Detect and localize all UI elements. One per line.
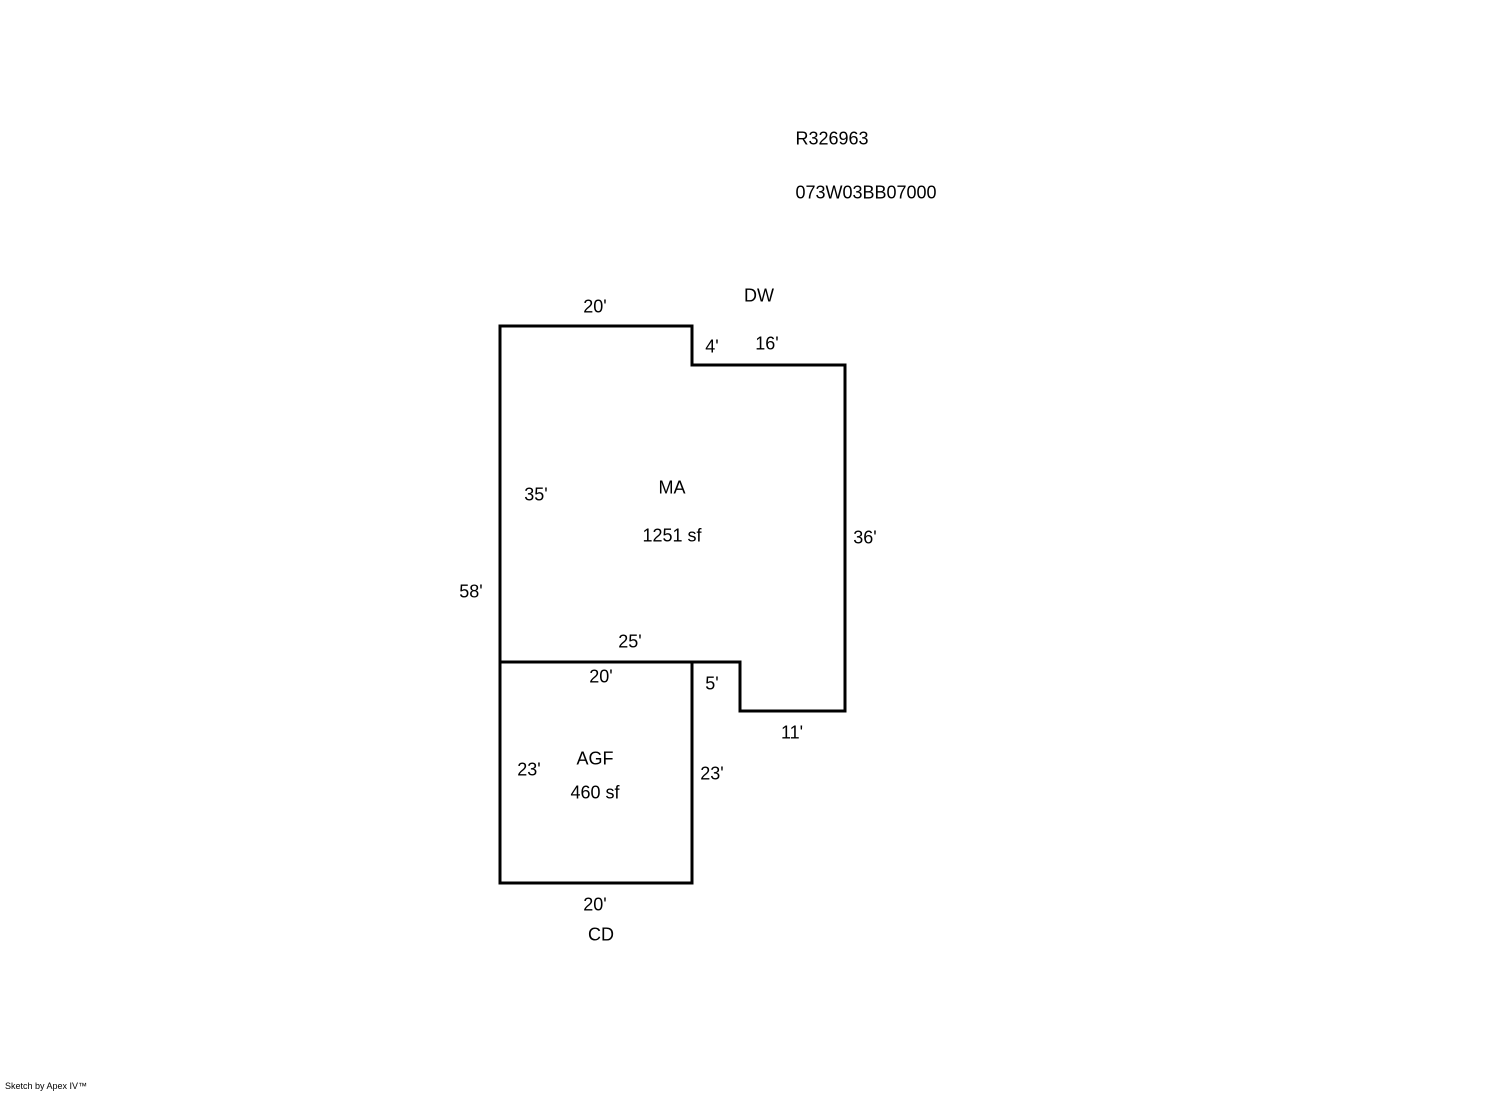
dim-ma-top: 20' <box>583 296 607 317</box>
dim-agf-left: 23' <box>517 759 541 780</box>
dim-ma-bottom-right: 11' <box>780 722 804 743</box>
area-code-ma: MA <box>658 477 686 498</box>
map-tax-lot: 073W03BB07000 <box>795 182 937 203</box>
parcel-id: R326963 <box>795 128 869 149</box>
dim-agf-right: 23' <box>700 763 724 784</box>
note-dw: DW <box>744 285 774 306</box>
area-size-ma: 1251 sf <box>642 525 702 546</box>
dim-overall-left: 58' <box>459 581 483 602</box>
sketch-credit: Sketch by Apex IV™ <box>5 1081 88 1091</box>
note-cd: CD <box>588 924 614 945</box>
dim-ma-left-inner: 35' <box>524 484 548 505</box>
area-code-agf: AGF <box>576 748 614 769</box>
dim-agf-top: 20' <box>589 666 613 687</box>
dim-ma-step-top: 16' <box>755 333 779 354</box>
dim-agf-bottom: 20' <box>583 894 607 915</box>
dim-ma-bottom: 25' <box>618 631 642 652</box>
agf-outline <box>498 660 694 885</box>
area-size-agf: 460 sf <box>570 782 620 803</box>
dim-ma-right: 36' <box>853 527 877 548</box>
dim-ma-step-down: 4' <box>705 336 719 357</box>
ma-outline <box>498 324 847 713</box>
dim-ma-notch: 5' <box>705 673 719 694</box>
